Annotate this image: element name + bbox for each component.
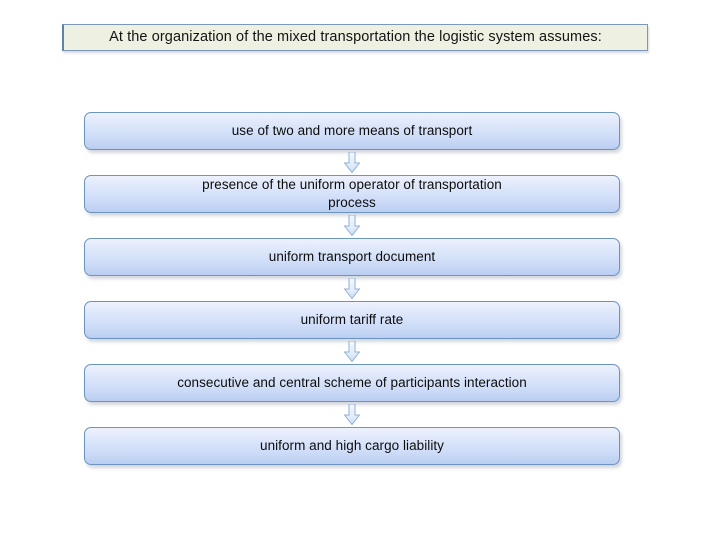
flow-connector-3 (84, 276, 620, 301)
flow-connector-2 (84, 213, 620, 238)
flow-node-label: presence of the uniform operator of tran… (202, 177, 502, 210)
flow-node-label: consecutive and central scheme of partic… (177, 375, 527, 391)
down-arrow-icon (344, 278, 360, 299)
down-arrow-icon (344, 152, 360, 173)
flowchart: use of two and more means of transport p… (84, 112, 620, 465)
flow-connector-5 (84, 402, 620, 427)
flow-node-label: use of two and more means of transport (231, 123, 473, 139)
flow-node-label: uniform transport document (268, 249, 436, 265)
flow-node-2[interactable]: presence of the uniform operator of tran… (84, 175, 620, 213)
down-arrow-icon (344, 404, 360, 425)
flow-node-3[interactable]: uniform transport document (84, 238, 620, 276)
flow-node-label: uniform and high cargo liability (260, 438, 444, 454)
flow-node-4[interactable]: uniform tariff rate (84, 301, 620, 339)
flow-connector-4 (84, 339, 620, 364)
down-arrow-icon (344, 215, 360, 236)
flow-node-label: uniform tariff rate (300, 312, 404, 328)
flow-connector-1 (84, 150, 620, 175)
down-arrow-icon (344, 341, 360, 362)
page-title: At the organization of the mixed transpo… (109, 28, 602, 45)
flow-node-1[interactable]: use of two and more means of transport (84, 112, 620, 150)
flow-node-5[interactable]: consecutive and central scheme of partic… (84, 364, 620, 402)
flow-node-6[interactable]: uniform and high cargo liability (84, 427, 620, 465)
title-banner: At the organization of the mixed transpo… (62, 24, 648, 51)
